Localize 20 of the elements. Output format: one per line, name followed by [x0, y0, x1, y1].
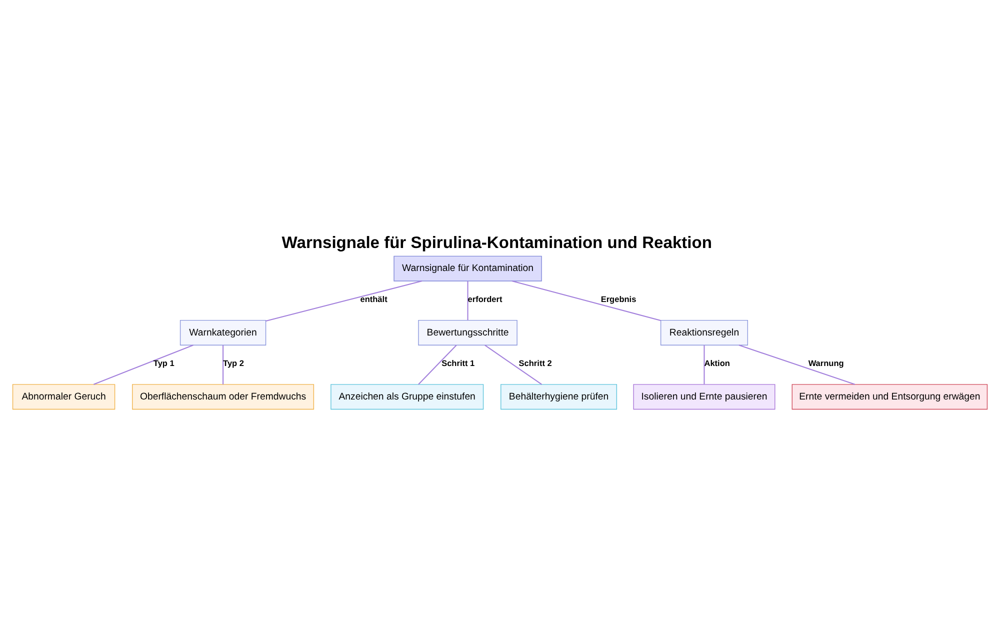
node-box: Anzeichen als Gruppe einstufen — [330, 384, 484, 410]
connector — [738, 344, 856, 384]
connector — [484, 344, 542, 384]
node-box: Behälterhygiene prüfen — [500, 384, 618, 410]
node-box: Reaktionsregeln — [660, 319, 748, 345]
node-box: Oberflächenschaum oder Fremdwuchs — [132, 384, 314, 410]
connector — [467, 280, 468, 320]
node-box: Ernte vermeiden und Entsorgung erwägen — [792, 384, 988, 410]
node-box: Isolieren und Ernte pausieren — [633, 384, 776, 410]
connector — [93, 344, 194, 384]
node-box: Abnormaler Geruch — [12, 384, 116, 410]
node-box: Bewertungsschritte — [418, 319, 518, 345]
diagram-title: Warnsignale für Spirulina-Kontamination und Reaktion — [282, 232, 712, 252]
connector — [266, 280, 422, 322]
connector — [222, 344, 224, 384]
connector — [512, 280, 661, 320]
node-box: Warnkategorien — [180, 319, 266, 345]
connector — [704, 344, 705, 384]
connector — [418, 344, 457, 384]
node-box: Warnsignale für Kontamination — [394, 255, 542, 281]
